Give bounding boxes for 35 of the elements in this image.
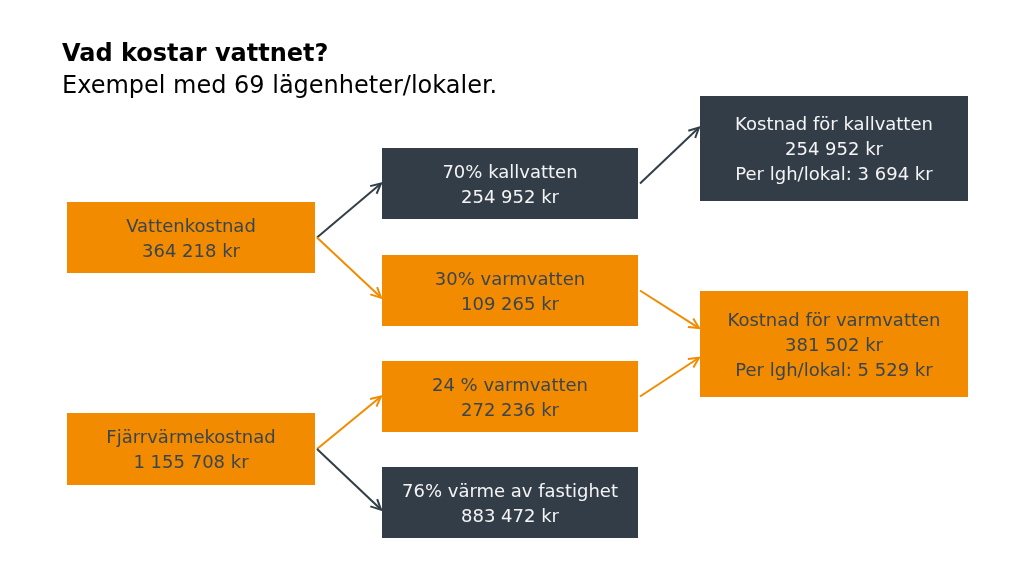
amount-text: 883 472 kr bbox=[461, 503, 559, 528]
cost-box bbox=[67, 413, 315, 485]
box-heading: Fjärrvärmekostnad bbox=[106, 425, 276, 449]
amount-text: 381 502 kr bbox=[785, 332, 883, 357]
cost-box bbox=[382, 361, 638, 432]
box-heading: 24 % varmvatten bbox=[431, 372, 588, 397]
amount-text: 272 236 kr bbox=[461, 397, 559, 422]
amount-text: 364 218 kr bbox=[142, 238, 240, 263]
subtitle-text: Exempel med 69 lägenheter/lokaler. bbox=[62, 70, 498, 100]
box-heading: 70% kallvatten bbox=[442, 159, 578, 184]
arrow bbox=[316, 395, 382, 450]
amount-text: 254 952 kr bbox=[785, 137, 883, 161]
amount-text: Per lgh/lokal: 5 529 kr bbox=[735, 357, 933, 382]
amount-text: 254 952 kr bbox=[461, 184, 559, 209]
box-heading: 76% värme av fastighet bbox=[402, 478, 618, 503]
cost-box bbox=[700, 96, 968, 201]
amount-text: Per lgh/lokal: 3 694 kr bbox=[735, 162, 933, 186]
arrow bbox=[316, 448, 382, 511]
arrow bbox=[639, 289, 700, 330]
box-heading: Kostnad för kallvatten bbox=[735, 112, 933, 136]
cost-box bbox=[382, 148, 638, 219]
box-heading: Kostnad för varmvatten bbox=[727, 307, 941, 332]
amount-text: 1 155 708 kr bbox=[133, 450, 249, 474]
arrow bbox=[316, 236, 382, 299]
arrow bbox=[639, 356, 700, 398]
arrow bbox=[639, 126, 700, 185]
cost-box bbox=[382, 255, 638, 326]
cost-box bbox=[67, 202, 315, 273]
cost-box bbox=[382, 467, 638, 538]
cost-box bbox=[700, 291, 968, 397]
diagram-title: Vad kostar vattnet? bbox=[62, 38, 329, 68]
arrow bbox=[316, 182, 382, 239]
box-heading: 30% varmvatten bbox=[434, 266, 586, 291]
box-heading: Vattenkostnad bbox=[126, 213, 256, 238]
amount-text: 109 265 kr bbox=[461, 291, 559, 316]
